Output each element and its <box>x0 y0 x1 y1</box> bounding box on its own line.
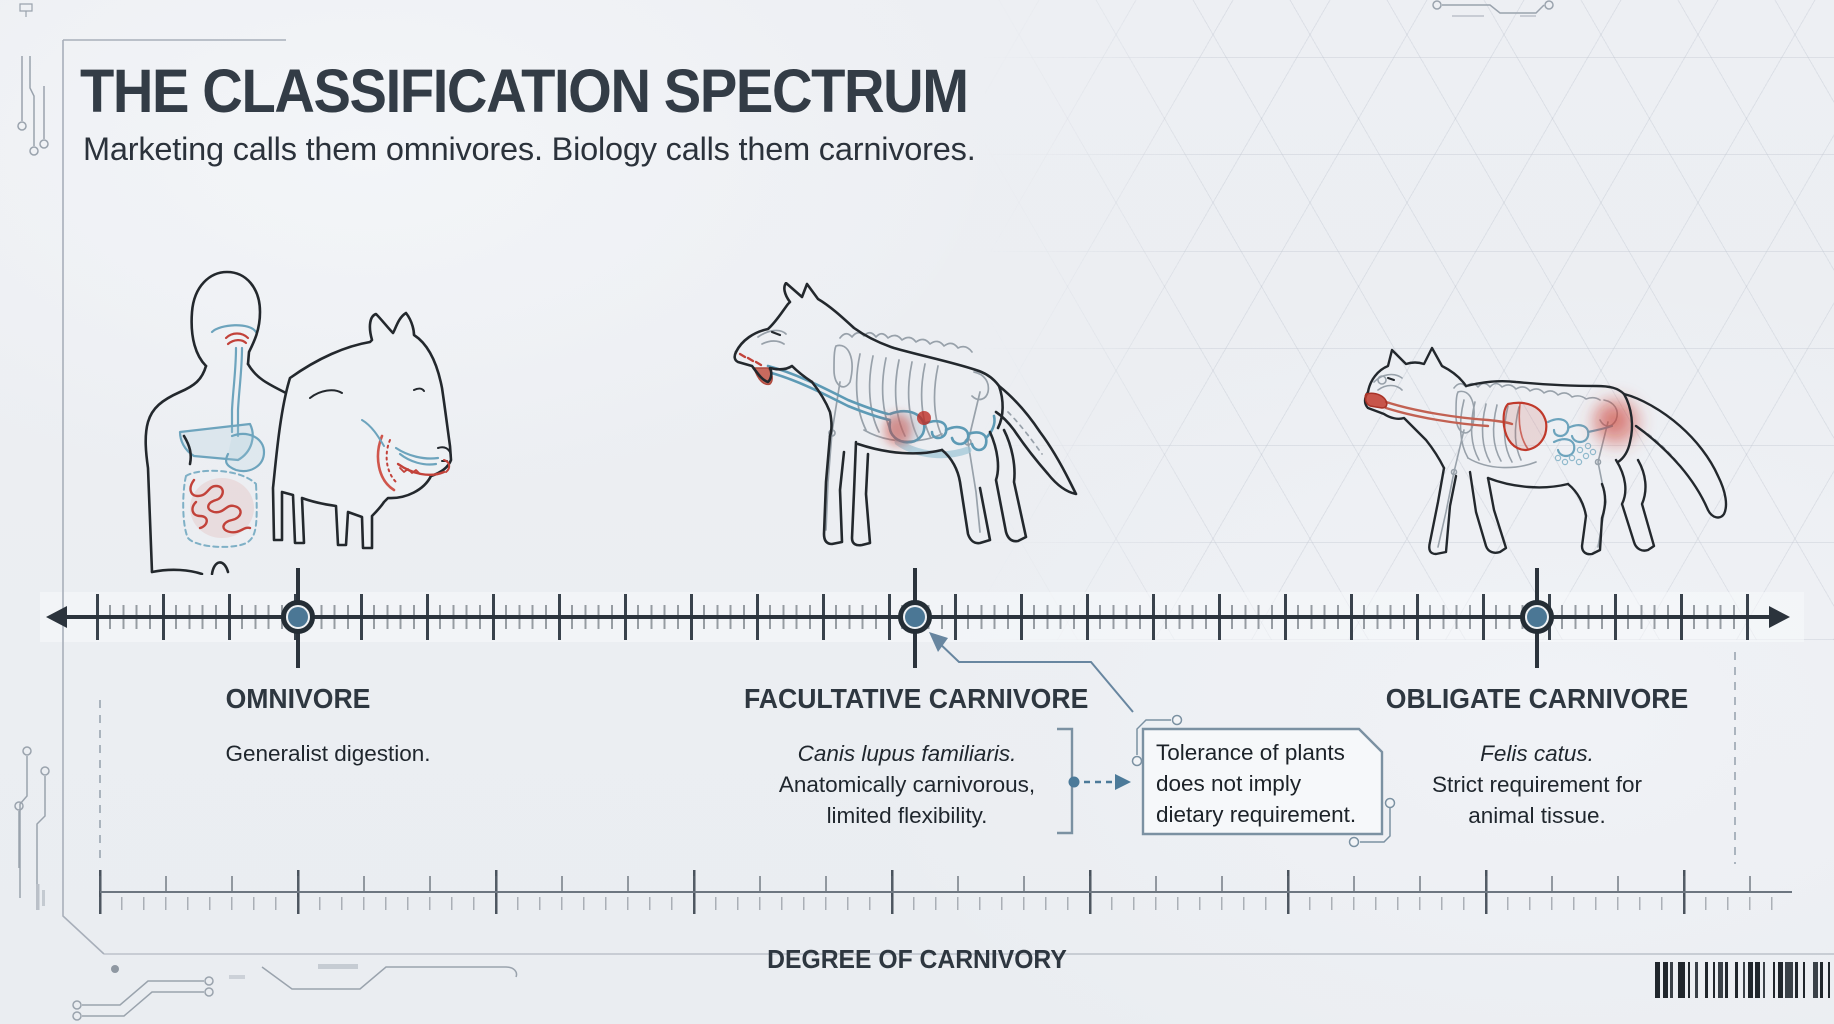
dashed-guide-lines <box>99 652 1736 864</box>
dog-anatomy-illustration <box>733 282 1078 547</box>
degree-scale-medium-ticks <box>99 876 1791 891</box>
description-line: Strict requirement for <box>1431 772 1643 797</box>
callout-line: Tolerance of plants <box>1156 740 1345 765</box>
cat-digestive-tract <box>1384 398 1640 466</box>
page-title: THE CLASSIFICATION SPECTRUM <box>80 57 969 125</box>
dashed-arrow-connector <box>1068 774 1131 790</box>
description-line: Anatomically carnivorous, <box>778 772 1036 797</box>
cat-outline <box>1363 346 1728 556</box>
callout-line: dietary requirement. <box>1156 802 1357 827</box>
description-line: animal tissue. <box>1468 803 1606 828</box>
blueprint-frame <box>62 39 1834 955</box>
category-description-obligate: Felis catus. Strict requirement for anim… <box>1357 738 1717 831</box>
dog-red-highlights <box>738 352 931 446</box>
page-subtitle: Marketing calls them omnivores. Biology … <box>83 131 976 167</box>
description-line: Generalist digestion. <box>225 741 431 766</box>
degree-scale-baseline <box>100 891 1792 893</box>
pig-digestive-highlights <box>361 419 451 492</box>
callout-box-shape <box>1131 714 1396 848</box>
circuit-traces <box>14 0 1554 1021</box>
spectrum-node-omnivore <box>281 600 315 634</box>
spectrum-node-facultative-carnivore <box>898 600 932 634</box>
human-digestive-tract <box>178 324 266 548</box>
species-name: Canis lupus familiaris. <box>797 741 1017 766</box>
category-label-omnivore: OMNIVORE <box>225 683 371 714</box>
category-description-omnivore: Generalist digestion. <box>148 738 508 769</box>
degree-scale-fine-ticks <box>99 897 1791 910</box>
dog-digestive-tract <box>766 364 996 459</box>
category-label-facultative-carnivore: FACULTATIVE CARNIVORE <box>744 683 1089 714</box>
human-pig-anatomy-illustration <box>144 270 453 575</box>
callout-line: does not imply <box>1156 771 1302 796</box>
pig-outline <box>271 311 453 550</box>
category-label-obligate-carnivore: OBLIGATE CARNIVORE <box>1385 683 1689 714</box>
dog-outline <box>733 282 1078 547</box>
axis-arrowheads <box>46 606 1790 628</box>
axis-caption: DEGREE OF CARNIVORY <box>767 944 1067 974</box>
species-name: Felis catus. <box>1480 741 1594 766</box>
callout-note: Tolerance of plants does not imply dieta… <box>1156 737 1374 830</box>
human-intestines <box>189 332 254 538</box>
category-description-facultative: Canis lupus familiaris. Anatomically car… <box>727 738 1087 831</box>
cat-anatomy-illustration <box>1363 346 1728 556</box>
isometric-grid-pattern <box>980 0 1834 640</box>
description-line: limited flexibility. <box>826 803 988 828</box>
barcode <box>1655 962 1833 998</box>
spectrum-node-obligate-carnivore <box>1520 600 1554 634</box>
